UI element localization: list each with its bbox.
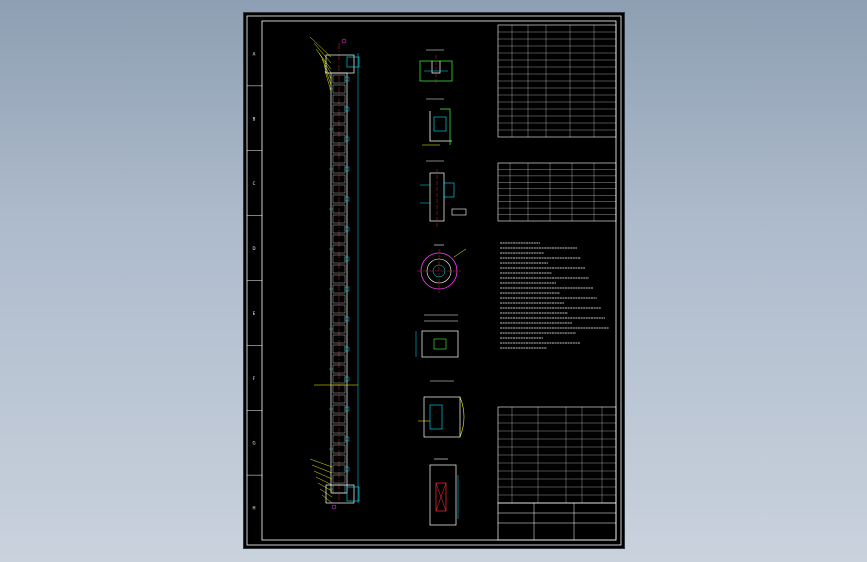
bill-of-materials-table [497,406,617,504]
leader-line [323,64,332,86]
leader-line [313,42,332,64]
zone-marker-label: C [253,181,256,186]
column-segment [332,154,346,164]
zone-marker-label: F [253,376,256,381]
column-segment [332,294,346,304]
column-top-cap [325,54,355,74]
column-clip [344,76,350,82]
column-segment [332,94,346,104]
title-block [497,502,617,541]
general-notes-block [500,242,609,349]
zone-marker-label: D [252,246,255,251]
column-segment [332,304,346,314]
column-segment [332,474,346,484]
column-clip [344,406,350,412]
column-base-bracket [346,486,360,502]
column-segment [332,354,346,364]
column-segment [332,114,346,124]
column-segment [332,394,346,404]
column-segment [332,454,346,464]
column-clip [344,436,350,442]
column-segment [332,414,346,424]
column-clip [344,166,350,172]
leader-line [315,48,332,70]
column-segment [332,184,346,194]
detail-4-section [417,244,467,293]
column-clip [344,196,350,202]
column-clip [344,256,350,262]
material-table-top [497,24,617,138]
detail-2-section [422,98,452,146]
column-segment [332,214,346,224]
detail-3-section [420,160,467,227]
drawing-sheet[interactable]: A B C D E F G H [244,13,624,548]
zone-marker-label: A [253,51,256,56]
zone-marker-label: B [253,116,256,121]
column-segment [332,334,346,344]
detail-1-section [419,49,453,85]
column-clip [344,286,350,292]
leader-line [321,58,332,80]
leader-line [309,36,332,58]
leader-line [311,464,333,474]
column-segment [332,264,346,274]
leader-line [324,70,332,92]
column-clip [344,316,350,322]
zone-markers: A B C D E F G H [247,51,262,511]
zone-marker-label: E [253,311,256,316]
sheet-outer-frame [246,15,622,546]
column-clip [344,106,350,112]
column-segment [332,144,346,154]
zone-marker-label: H [252,506,255,511]
leader-marker [341,38,347,44]
column-segment [332,424,346,434]
column-top-bracket [346,56,360,68]
leader-line [317,482,333,492]
column-clip [344,376,350,382]
parts-table-middle [497,162,617,222]
column-leaders [309,36,358,510]
main-column-elevation [309,36,360,510]
detail-7-section [429,458,459,526]
column-clip [344,346,350,352]
leader-line [313,470,333,480]
leader-line [318,52,332,74]
detail-6-section [418,380,465,438]
leader-line [321,494,333,504]
column-clip [344,136,350,142]
cad-drawing: A B C D E F G H [246,15,622,546]
leader-marker [331,504,337,510]
column-segment [332,174,346,184]
column-clip [344,226,350,232]
column-segment [332,234,346,244]
detail-5-section [415,314,459,358]
leader-line [315,476,333,486]
leader-line [309,458,333,468]
column-clip [344,466,350,472]
column-base [325,484,355,504]
column-segment [332,274,346,284]
zone-marker-label: G [252,441,255,446]
